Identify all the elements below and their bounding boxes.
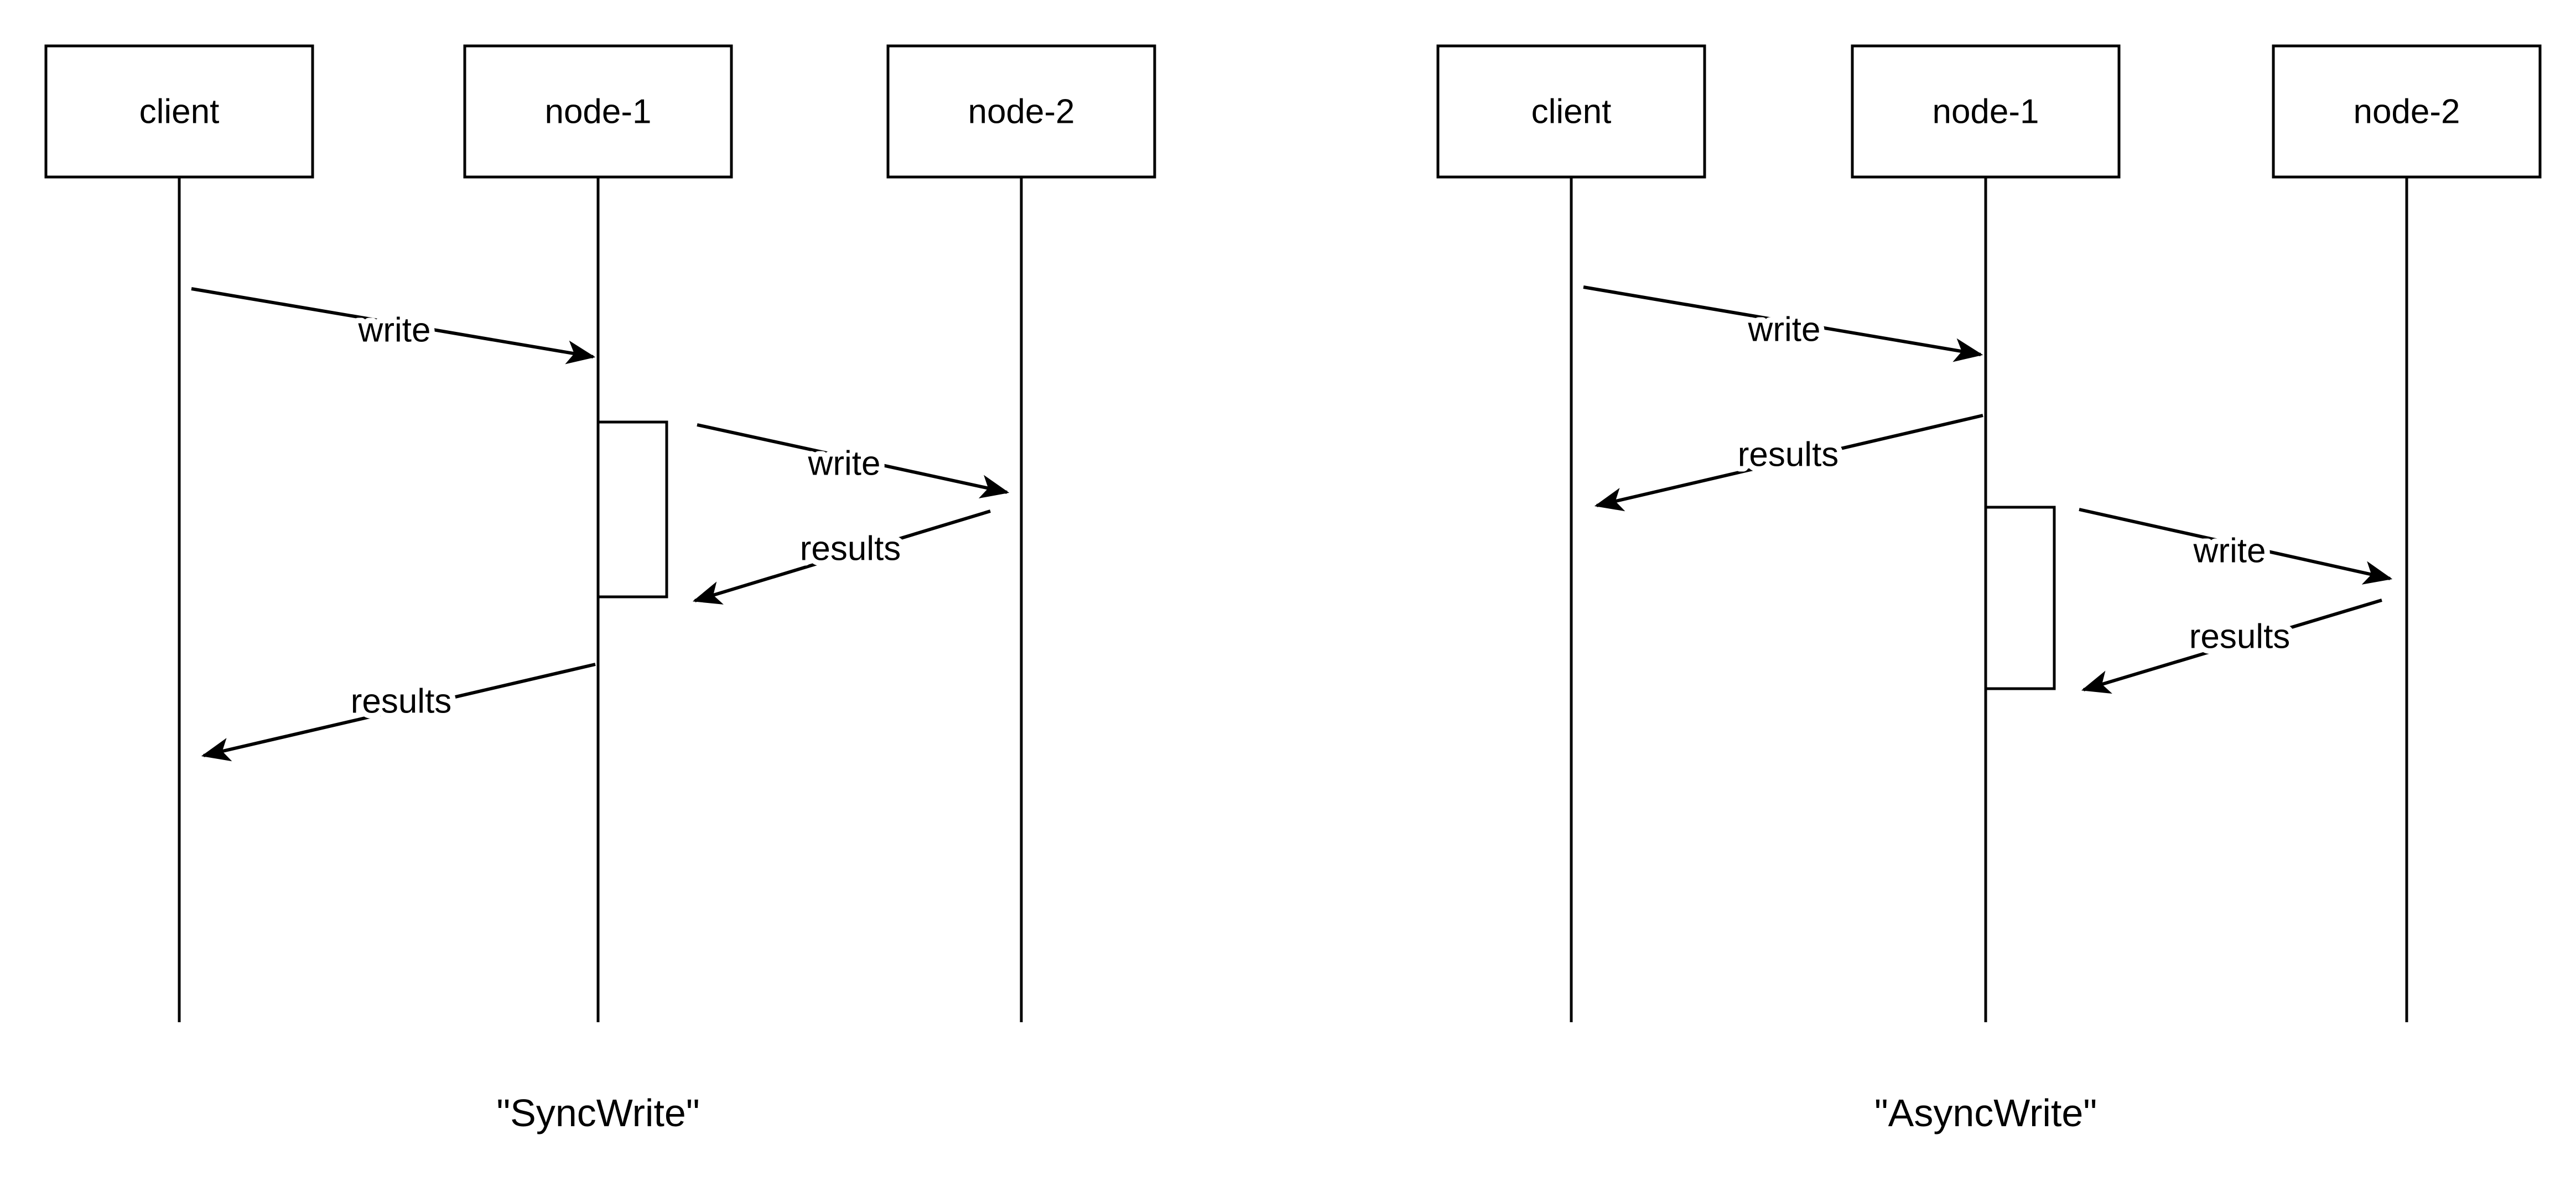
message-arrow-write-client-node1 <box>191 287 596 365</box>
diagram-caption-syncwrite: "SyncWrite" <box>496 1091 699 1134</box>
asyncwrite-diagram: write results write results client node-… <box>1436 44 2542 1134</box>
actor-label-node-2: node-2 <box>2353 93 2460 131</box>
actor-box-node-1 <box>463 44 733 179</box>
activation-bar-node-1 <box>1984 506 2056 690</box>
message-arrow-write-client-node1 <box>1583 285 1983 362</box>
actor-box-node-2 <box>886 44 1156 179</box>
message-label-results-1: results <box>1738 436 1839 474</box>
actor-box-node-2 <box>2272 44 2542 179</box>
message-label-write-2: write <box>2193 532 2266 570</box>
activation-bar-node-1 <box>596 420 668 598</box>
message-arrow-results-node2-node1 <box>2081 598 2382 694</box>
diagram-caption-asyncwrite: "AsyncWrite" <box>1874 1091 2097 1134</box>
actor-label-node-1: node-1 <box>1932 93 2039 131</box>
syncwrite-diagram: write write results results client node-… <box>44 44 1156 1134</box>
actor-box-client <box>1436 44 1706 179</box>
message-arrow-results-node1-client <box>201 663 596 762</box>
message-label-write-1: write <box>1748 311 1821 349</box>
actor-box-node-1 <box>1851 44 2121 179</box>
actor-label-client: client <box>1531 93 1612 131</box>
message-label-write-2: write <box>808 445 881 483</box>
message-label-results-2: results <box>2189 618 2291 656</box>
message-arrow-write-node1-node2 <box>2079 508 2393 585</box>
message-label-results-2: results <box>351 683 452 721</box>
message-label-write-1: write <box>358 311 431 350</box>
actor-box-client <box>44 44 314 179</box>
actor-label-node-2: node-2 <box>968 93 1074 131</box>
message-label-results-1: results <box>800 530 901 568</box>
actor-label-client: client <box>139 93 220 131</box>
message-arrow-write-node1-node2 <box>697 423 1010 499</box>
message-arrow-results-node2-node1 <box>692 509 991 605</box>
message-arrow-results-node1-client <box>1594 414 1983 512</box>
actor-label-node-1: node-1 <box>544 93 651 131</box>
